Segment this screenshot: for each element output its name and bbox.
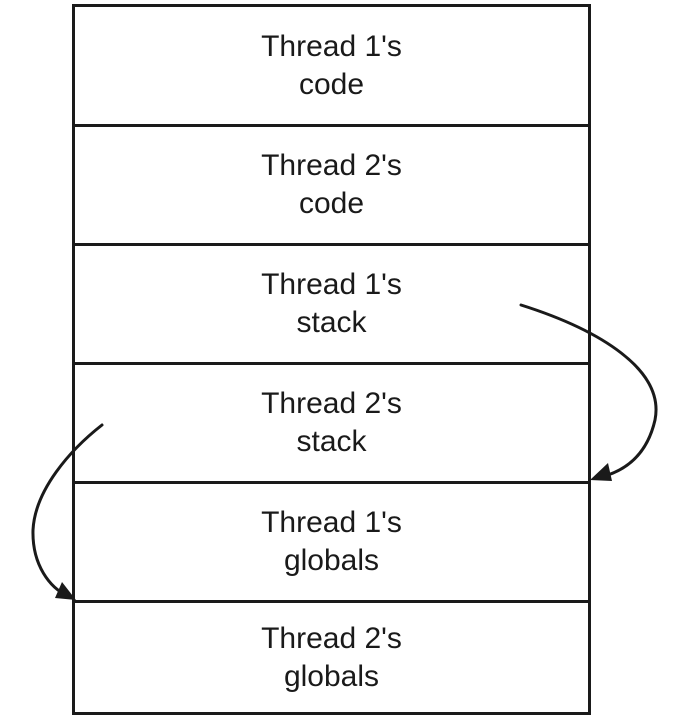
segment-label-line1: Thread 1's — [261, 506, 402, 539]
segment-label-line2: stack — [296, 306, 367, 339]
segment-label-line1: Thread 1's — [261, 29, 402, 63]
segment-thread1-stack: Thread 1's stack — [75, 246, 588, 365]
segment-thread2-stack: Thread 2's stack — [75, 365, 588, 484]
segment-thread2-globals: Thread 2's globals — [75, 603, 588, 712]
segment-label-line1: Thread 2's — [261, 149, 402, 182]
segment-thread1-code: Thread 1's code — [75, 7, 588, 127]
segment-label: Thread 2's stack — [261, 385, 402, 461]
segment-label: Thread 2's globals — [261, 620, 402, 696]
segment-label: Thread 2's code — [261, 147, 402, 223]
segment-label: Thread 1's stack — [261, 266, 402, 342]
segment-label-line1: Thread 1's — [261, 268, 402, 301]
segment-label: Thread 1's globals — [261, 504, 402, 580]
segment-label: Thread 1's code — [261, 28, 402, 104]
segment-label-line2: code — [298, 67, 365, 101]
arrowhead-right — [590, 463, 612, 481]
address-space-box: Thread 1's code Thread 2's code Thread 1… — [72, 4, 591, 715]
segment-label-line1: Thread 2's — [261, 387, 402, 420]
segment-label-line2: globals — [283, 544, 380, 577]
segment-thread2-code: Thread 2's code — [75, 127, 588, 246]
segment-label-line2: stack — [296, 425, 367, 458]
segment-label-line2: code — [298, 187, 365, 220]
segment-label-line2: globals — [283, 659, 380, 693]
segment-label-line1: Thread 2's — [261, 621, 402, 655]
segment-thread1-globals: Thread 1's globals — [75, 484, 588, 603]
